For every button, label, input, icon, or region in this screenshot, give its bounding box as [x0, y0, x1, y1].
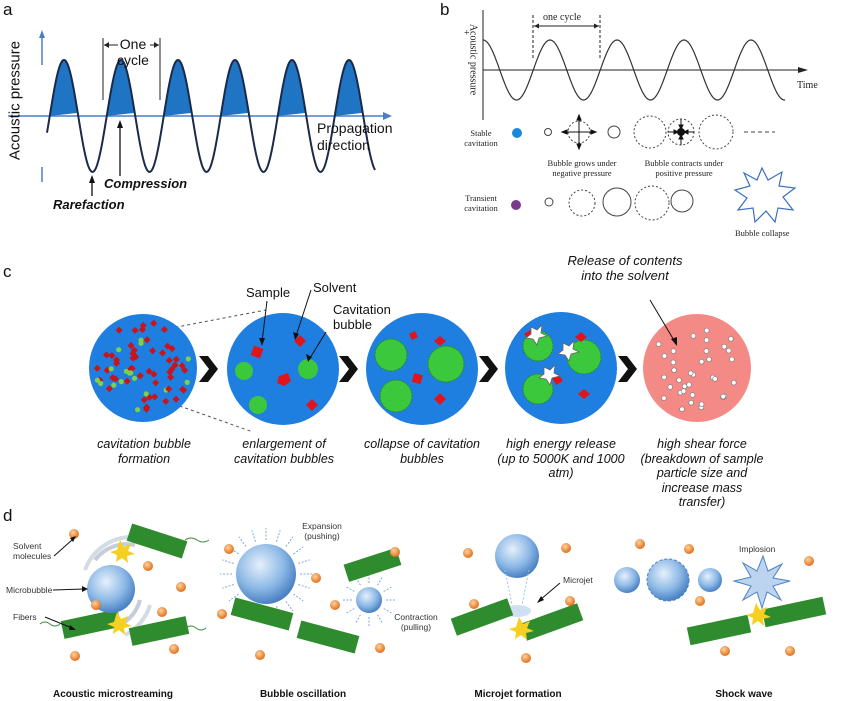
- caption-microjet: Microjet formation: [474, 689, 562, 700]
- expansion-label: Expansion (pushing): [302, 521, 342, 541]
- panel-b-plus-sign: +: [464, 28, 470, 39]
- panel-b-one-cycle-label: one cycle: [543, 12, 582, 23]
- transient-dot: [511, 200, 521, 210]
- contracting-bubble: [356, 587, 382, 613]
- compression-lobe: [49, 60, 78, 116]
- sample-label: Sample: [246, 285, 291, 300]
- panel-label-d: d: [3, 506, 13, 525]
- caption-formation: cavitation bubble formation: [97, 437, 191, 466]
- bubble-collapse-star: [733, 166, 797, 224]
- compression-lobe: [163, 60, 192, 116]
- caption-energy-release: high energy release (up to 5000K and 100…: [497, 437, 625, 480]
- caption-shock-wave: Shock wave: [715, 689, 773, 700]
- microjet-label: Microjet: [563, 575, 593, 585]
- caption-oscillation: Bubble oscillation: [259, 689, 347, 700]
- compression-lobe: [106, 60, 135, 116]
- solvent-label: Solvent: [313, 280, 357, 295]
- implosion-star: [732, 554, 791, 610]
- transient-cavitation-label: Transient cavitation: [464, 193, 498, 213]
- caption-collapse: collapse of cavitation bubbles: [363, 437, 481, 466]
- one-cycle-label: One cycle: [117, 36, 149, 68]
- expanding-bubble: [236, 544, 296, 604]
- disc-formation: [89, 314, 197, 422]
- fibers-label: Fibers: [13, 612, 37, 622]
- acoustic-wave: [46, 58, 376, 173]
- stable-cavitation-label: Stable cavitation: [464, 128, 498, 148]
- caption-shear-force: high shear force (breakdown of sample pa…: [640, 437, 764, 509]
- bubble-collapse-label: Bubble collapse: [735, 228, 790, 238]
- microbubble-label: Microbubble: [6, 585, 53, 595]
- cavitation-bubble-label: Cavitation bubble: [333, 302, 391, 332]
- compression-lobe: [277, 60, 306, 116]
- contraction-label: Contraction (pulling): [394, 612, 438, 632]
- release-contents-label: Release of contents into the solvent: [567, 253, 683, 283]
- bubble-contracts-label: Bubble contracts under positive pressure: [644, 158, 724, 178]
- stable-dot: [512, 128, 522, 138]
- microjet-bubble: [495, 534, 539, 578]
- propagation-direction-label: Propagation direction: [317, 120, 393, 153]
- panel-b-time-label: Time: [797, 80, 818, 91]
- caption-microstreaming: Acoustic microstreaming: [52, 689, 174, 700]
- panel-label-b: b: [440, 0, 450, 19]
- implosion-label: Implosion: [739, 544, 776, 554]
- bubble-grows-label: Bubble grows under negative pressure: [547, 158, 617, 178]
- panel-label-a: a: [3, 0, 13, 19]
- panel-label-c: c: [3, 262, 12, 281]
- caption-enlargement: enlargement of cavitation bubbles: [233, 437, 335, 466]
- compression-lobe: [220, 60, 249, 116]
- compression-lobe: [334, 60, 363, 116]
- rarefaction-label: Rarefaction: [53, 197, 125, 212]
- solvent-molecules-label: Solvent molecules: [13, 541, 52, 561]
- panel-b-wave: [482, 39, 785, 101]
- compression-label: Compression: [104, 176, 188, 191]
